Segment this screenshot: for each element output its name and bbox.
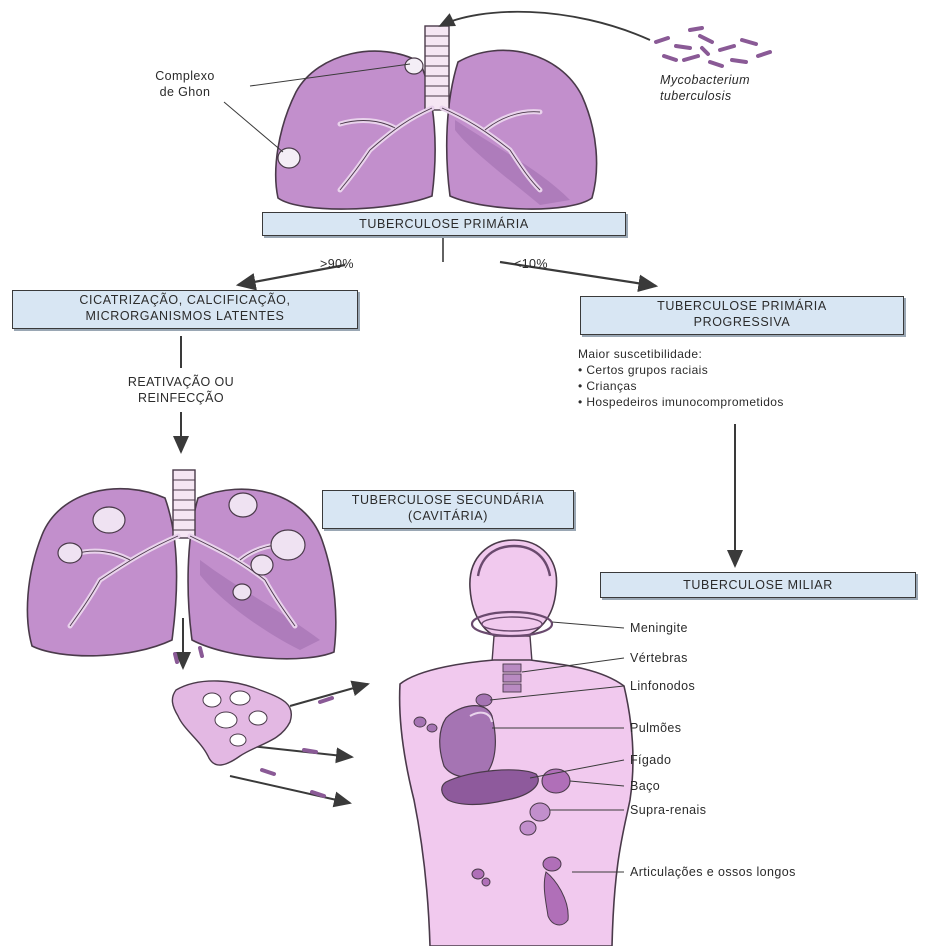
susceptibility-list: Maior suscetibilidade: • Certos grupos r… [578,346,940,410]
mycobacterium-label: Mycobacterium tuberculosis [660,72,810,104]
miliary-tb-label: TUBERCULOSE MILIAR [683,578,833,592]
miliary-tb-box: TUBERCULOSE MILIAR [600,572,916,598]
susceptibility-item: • Hospedeiros imunocomprometidos [578,394,940,410]
reactivation-line-2: REINFECÇÃO [96,390,266,406]
pct-high-label: >90% [320,256,354,272]
secondary-line-2: (CAVITÁRIA) [323,508,573,524]
reactivation-line-1: REATIVAÇÃO OU [96,374,266,390]
reactivation-label: REATIVAÇÃO OU REINFECÇÃO [96,374,266,406]
pct-low-label: <10% [514,256,548,272]
mycobacterium-line-2: tuberculosis [660,88,810,104]
ghon-line-2: de Ghon [130,84,240,100]
susceptibility-title: Maior suscetibilidade: [578,346,940,362]
organ-label-meningitis: Meningite [630,620,688,636]
bacilli-cluster [656,28,770,66]
susceptibility-item: • Certos grupos raciais [578,362,940,378]
susceptibility-item: • Crianças [578,378,940,394]
human-body [400,540,633,946]
mycobacterium-line-1: Mycobacterium [660,72,810,88]
organ-label-liver: Fígado [630,752,671,768]
lymph-network [172,681,291,765]
scarring-line-1: CICATRIZAÇÃO, CALCIFICAÇÃO, [13,292,357,308]
primary-tb-box: TUBERCULOSE PRIMÁRIA [262,212,626,236]
scarring-line-2: MICRORGANISMOS LATENTES [13,308,357,324]
progressive-box: TUBERCULOSE PRIMÁRIA PROGRESSIVA [580,296,904,335]
organ-label-lungs: Pulmões [630,720,681,736]
scarring-box: CICATRIZAÇÃO, CALCIFICAÇÃO, MICRORGANISM… [12,290,358,329]
progressive-line-1: TUBERCULOSE PRIMÁRIA [581,298,903,314]
primary-lungs [276,26,597,209]
ghon-line-1: Complexo [130,68,240,84]
secondary-tb-box: TUBERCULOSE SECUNDÁRIA (CAVITÁRIA) [322,490,574,529]
progressive-line-2: PROGRESSIVA [581,314,903,330]
organ-label-vertebrae: Vértebras [630,650,688,666]
organ-label-lymph-nodes: Linfonodos [630,678,695,694]
ghon-complex-label: Complexo de Ghon [130,68,240,100]
secondary-lungs [27,470,335,659]
primary-tb-label: TUBERCULOSE PRIMÁRIA [359,217,529,231]
secondary-line-1: TUBERCULOSE SECUNDÁRIA [323,492,573,508]
organ-label-spleen: Baço [630,778,660,794]
organ-label-adrenals: Supra-renais [630,802,706,818]
organ-label-joints-bones: Articulações e ossos longos [630,864,796,880]
